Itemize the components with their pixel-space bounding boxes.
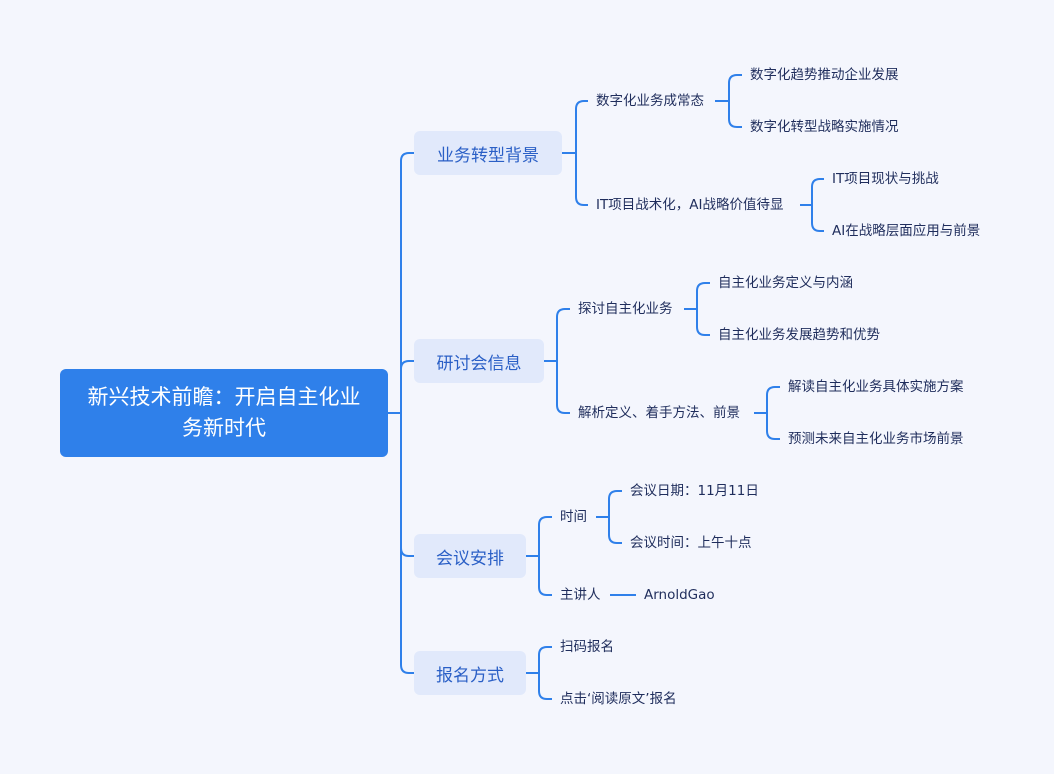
topic-digital-normal[interactable]: 数字化业务成常态 [596, 93, 704, 109]
branch-label: 业务转型背景 [437, 145, 539, 166]
root-title: 新兴技术前瞻：开启自主化业务新时代 [87, 385, 361, 440]
connector-line [596, 490, 622, 518]
connector-line [684, 282, 710, 310]
connector-line [715, 100, 742, 128]
connector-line [388, 152, 414, 414]
subtopic[interactable]: 预测未来自主化业务市场前景 [788, 431, 964, 447]
connector-line [526, 516, 552, 557]
connector-line [544, 308, 570, 362]
meeting-time[interactable]: 会议时间：上午十点 [630, 535, 752, 551]
topic-scan-register[interactable]: 扫码报名 [560, 639, 614, 655]
connector-line [544, 360, 570, 414]
connector-line [388, 412, 414, 674]
branch-label: 会议安排 [436, 548, 504, 569]
branch-meeting-schedule[interactable]: 会议安排 [414, 534, 526, 578]
subtopic[interactable]: AI在战略层面应用与前景 [832, 223, 981, 239]
connector-line [526, 555, 552, 596]
connector-line [754, 412, 780, 440]
branch-label: 研讨会信息 [436, 353, 522, 374]
branch-label: 报名方式 [436, 665, 504, 686]
subtopic[interactable]: 数字化趋势推动企业发展 [750, 67, 899, 83]
branch-registration[interactable]: 报名方式 [414, 651, 526, 695]
connector-line [526, 646, 552, 674]
topic-speaker[interactable]: 主讲人 [560, 587, 601, 603]
subtopic[interactable]: IT项目现状与挑战 [832, 171, 939, 187]
connector-line [715, 74, 742, 102]
subtopic[interactable]: 自主化业务定义与内涵 [718, 275, 853, 291]
subtopic[interactable]: 解读自主化业务具体实施方案 [788, 379, 964, 395]
topic-it-tactical[interactable]: IT项目战术化，AI战略价值待显 [596, 197, 784, 213]
topic-time[interactable]: 时间 [560, 509, 587, 525]
connector-line [562, 100, 588, 154]
subtopic[interactable]: 自主化业务发展趋势和优势 [718, 327, 880, 343]
connector-line [684, 308, 710, 336]
connector-line [754, 386, 780, 414]
connector-line [562, 152, 588, 206]
meeting-date[interactable]: 会议日期：11月11日 [630, 483, 759, 499]
topic-read-original-register[interactable]: 点击‘阅读原文’报名 [560, 691, 677, 707]
branch-business-background[interactable]: 业务转型背景 [414, 131, 562, 175]
connector-line [596, 516, 622, 544]
speaker-name[interactable]: ArnoldGao [644, 587, 715, 603]
branch-seminar-info[interactable]: 研讨会信息 [414, 339, 544, 383]
connector-line [800, 178, 824, 206]
connector-line [388, 360, 414, 414]
connector-line [800, 204, 824, 232]
root-topic[interactable]: 新兴技术前瞻：开启自主化业务新时代 [60, 369, 388, 457]
connector-line [526, 672, 552, 700]
topic-explore-autonomous[interactable]: 探讨自主化业务 [578, 301, 673, 317]
subtopic[interactable]: 数字化转型战略实施情况 [750, 119, 899, 135]
topic-analysis[interactable]: 解析定义、着手方法、前景 [578, 405, 740, 421]
